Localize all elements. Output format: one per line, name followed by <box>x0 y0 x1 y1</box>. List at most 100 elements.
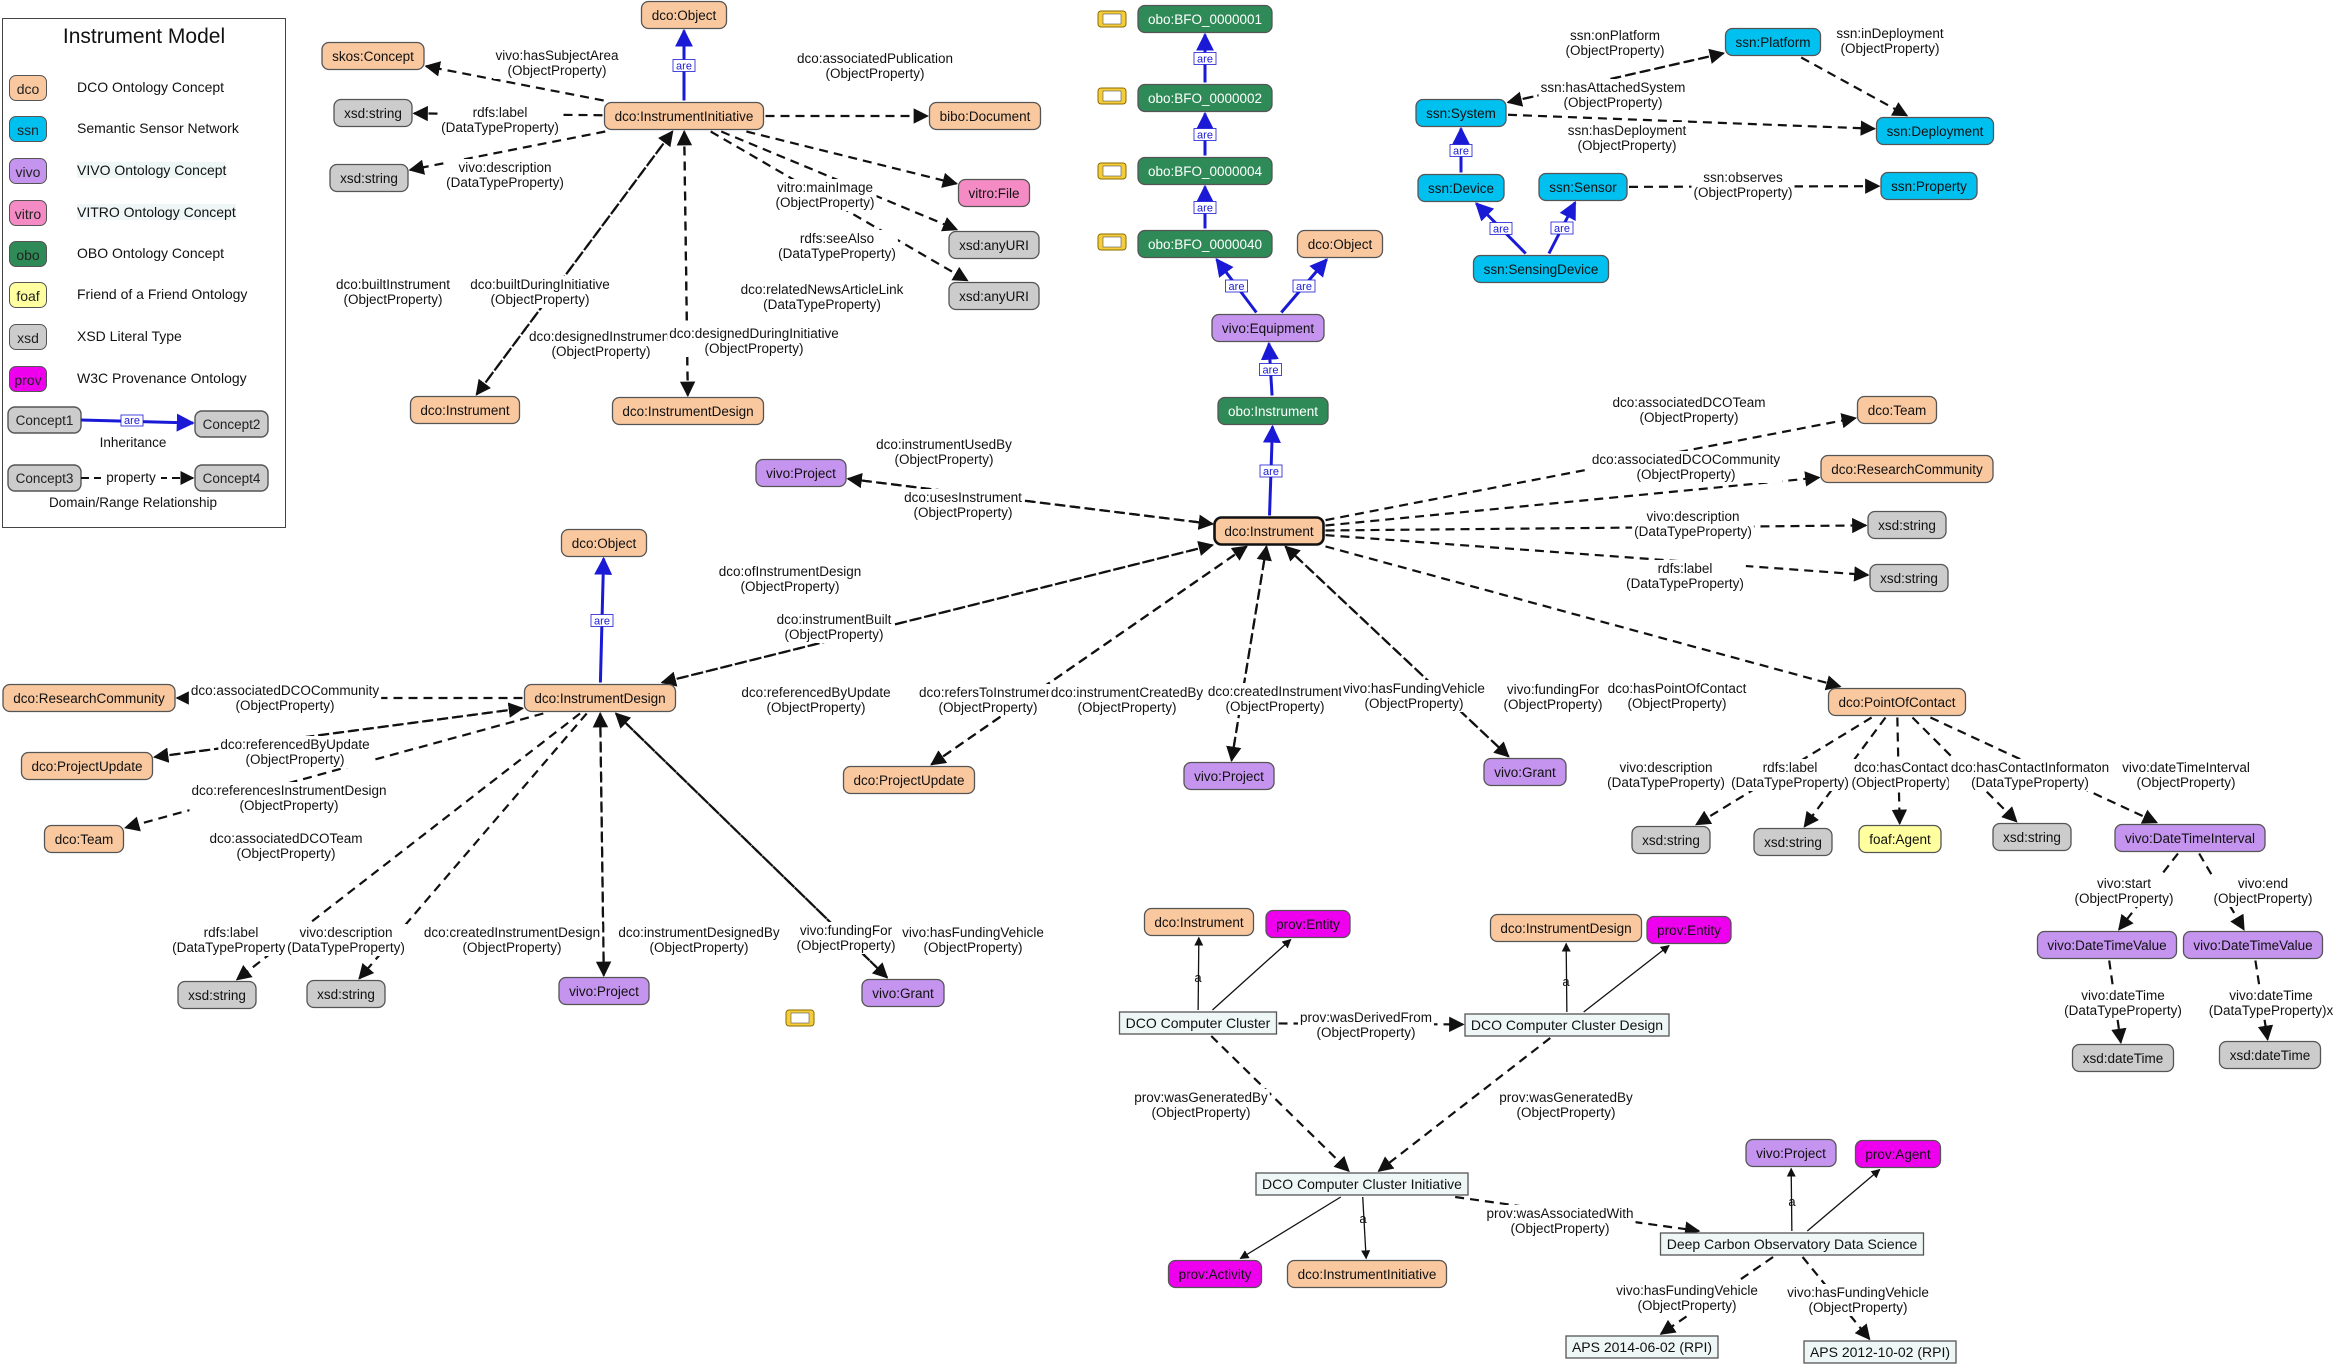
are-label: are <box>672 59 696 73</box>
svg-text:(DataTypeProperty): (DataTypeProperty) <box>441 120 559 135</box>
note-icon <box>1097 162 1127 180</box>
node-label: dco:ProjectUpdate <box>853 773 964 788</box>
svg-text:(ObjectProperty): (ObjectProperty) <box>775 195 874 210</box>
edge-label: dco:associatedDCOTeam(ObjectProperty) <box>1610 394 1768 426</box>
svg-text:ssn:observes: ssn:observes <box>1703 170 1783 185</box>
node-bibo: bibo:Document <box>928 101 1042 131</box>
property-edge <box>1210 1035 1350 1173</box>
svg-text:dco:hasContact: dco:hasContact <box>1854 760 1948 775</box>
edge-label: vivo:end(ObjectProperty) <box>2211 875 2315 907</box>
svg-text:(ObjectProperty): (ObjectProperty) <box>1503 697 1602 712</box>
node-label: xsd:string <box>344 106 402 121</box>
node-label: dco:InstrumentDesign <box>622 404 753 419</box>
node-aps2: APS 2012-10-02 (RPI) <box>1803 1340 1957 1364</box>
svg-text:are: are <box>1263 466 1279 478</box>
svg-text:(ObjectProperty): (ObjectProperty) <box>1840 41 1939 56</box>
are-label: are <box>1292 279 1316 293</box>
property-edge <box>1230 544 1272 761</box>
svg-text:vivo:description: vivo:description <box>1646 509 1739 524</box>
edge-label: dco:designedInstrument(ObjectProperty) <box>526 328 676 360</box>
node-label: vivo:Grant <box>1494 765 1556 780</box>
edge-label: dco:hasContactInformaton(DataTypePropert… <box>1948 759 2112 791</box>
type-a-label: a <box>1194 970 1202 985</box>
legend-inheritance-label: Inheritance <box>100 435 167 450</box>
type-edge <box>1786 1167 1796 1232</box>
node-ssn-device: ssn:Device <box>1417 173 1505 203</box>
svg-text:(ObjectProperty): (ObjectProperty) <box>343 292 442 307</box>
node-label: xsd:string <box>1764 835 1822 850</box>
node-label: DCO Computer Cluster Design <box>1471 1017 1663 1033</box>
node-label: xsd:anyURI <box>959 238 1029 253</box>
svg-text:(ObjectProperty): (ObjectProperty) <box>923 940 1022 955</box>
are-label: are <box>1449 144 1473 158</box>
node-poc-str1: xsd:string <box>1631 825 1711 855</box>
edge-label: prov:wasGeneratedBy(ObjectProperty) <box>1132 1089 1270 1121</box>
node-bfo2: obo:BFO_0000002 <box>1137 83 1273 113</box>
node-label: DCO Computer Cluster <box>1126 1015 1271 1031</box>
property-edge <box>847 477 1215 530</box>
are-label: are <box>1550 221 1574 235</box>
edge-label: dco:designedDuringInitiative(ObjectPrope… <box>667 325 841 357</box>
node-label: foaf:Agent <box>1869 832 1931 847</box>
edge-label: dco:associatedDCOTeam(ObjectProperty) <box>207 830 365 862</box>
node-label: vivo:Equipment <box>1222 321 1315 336</box>
svg-text:dco:referencedByUpdate: dco:referencedByUpdate <box>741 685 890 700</box>
note-icon <box>785 1009 815 1027</box>
svg-text:(DataTypeProperty): (DataTypeProperty) <box>763 297 881 312</box>
property-edge <box>592 711 609 976</box>
svg-text:(ObjectProperty): (ObjectProperty) <box>2136 775 2235 790</box>
node-ex-ii: dco:InstrumentInitiative <box>1286 1259 1448 1289</box>
legend-concept1-label: Concept1 <box>16 413 74 428</box>
edge-label: vivo:hasFundingVehicle(ObjectProperty) <box>1785 1284 1931 1316</box>
edge-label: ssn:onPlatform(ObjectProperty) <box>1563 27 1667 59</box>
node-label: ssn:SensingDevice <box>1484 262 1599 277</box>
edge-label: ssn:inDeployment(ObjectProperty) <box>1834 25 1946 57</box>
node-label: ssn:Deployment <box>1887 124 1984 139</box>
edge-label: dco:instrumentBuilt(ObjectProperty) <box>774 611 894 643</box>
svg-text:(DataTypeProperty): (DataTypeProperty) <box>1634 524 1752 539</box>
svg-text:vivo:dateTimeInterval: vivo:dateTimeInterval <box>2122 760 2250 775</box>
legend-domain-range-label: Domain/Range Relationship <box>49 495 217 510</box>
svg-text:(DataTypeProperty): (DataTypeProperty) <box>287 940 405 955</box>
svg-text:(ObjectProperty): (ObjectProperty) <box>704 341 803 356</box>
node-skos: skos:Concept <box>321 41 425 71</box>
node-eq-obj: dco:Object <box>1296 229 1384 259</box>
svg-text:dco:usesInstrument: dco:usesInstrument <box>904 490 1022 505</box>
svg-text:(ObjectProperty): (ObjectProperty) <box>766 700 865 715</box>
are-label: are <box>1193 52 1217 66</box>
node-label: xsd:string <box>1642 833 1700 848</box>
node-bfo1: obo:BFO_0000001 <box>1137 4 1273 34</box>
node-dt2: xsd:dateTime <box>2218 1040 2322 1070</box>
node-label: prov:Entity <box>1657 923 1721 938</box>
node-design: dco:InstrumentDesign <box>523 683 677 713</box>
svg-text:rdfs:label: rdfs:label <box>473 105 528 120</box>
edge-label: prov:wasAssociatedWith(ObjectProperty) <box>1484 1205 1636 1237</box>
svg-text:vivo:end: vivo:end <box>2238 876 2288 891</box>
legend-label: VIVO Ontology Concept <box>77 162 227 178</box>
property-edge <box>1325 534 1870 582</box>
edge-label: dco:referencedByUpdate(ObjectProperty) <box>218 736 372 768</box>
edge-label: dco:relatedNewsArticleLink(DataTypePrope… <box>738 281 906 313</box>
node-label: vivo:DateTimeInterval <box>2125 831 2255 846</box>
node-pu1: dco:ProjectUpdate <box>842 765 976 795</box>
node-label: vivo:Project <box>569 984 639 999</box>
svg-text:(DataTypeProperty)x: (DataTypeProperty)x <box>2209 1003 2334 1018</box>
node-label: dco:Object <box>572 536 637 551</box>
node-ssn-deploy: ssn:Deployment <box>1875 116 1995 146</box>
legend-concept3-label: Concept3 <box>16 471 74 486</box>
edge-label: rdfs:label(DataTypeProperty) <box>170 924 292 956</box>
svg-text:vivo:hasFundingVehicle: vivo:hasFundingVehicle <box>902 925 1044 940</box>
note-icon <box>1097 10 1127 28</box>
svg-text:(ObjectProperty): (ObjectProperty) <box>235 698 334 713</box>
svg-text:rdfs:label: rdfs:label <box>204 925 259 940</box>
edge-label: vivo:start(ObjectProperty) <box>2072 875 2176 907</box>
node-design-obj: dco:Object <box>560 528 648 558</box>
edge-label: dco:hasPointOfContact(ObjectProperty) <box>1605 680 1749 712</box>
edge-label: dco:createdInstrumentDesign(ObjectProper… <box>421 924 603 956</box>
svg-text:dco:refersToInstrument: dco:refersToInstrument <box>919 685 1057 700</box>
node-label: ssn:Property <box>1891 179 1967 194</box>
svg-text:rdfs:label: rdfs:label <box>1763 760 1818 775</box>
